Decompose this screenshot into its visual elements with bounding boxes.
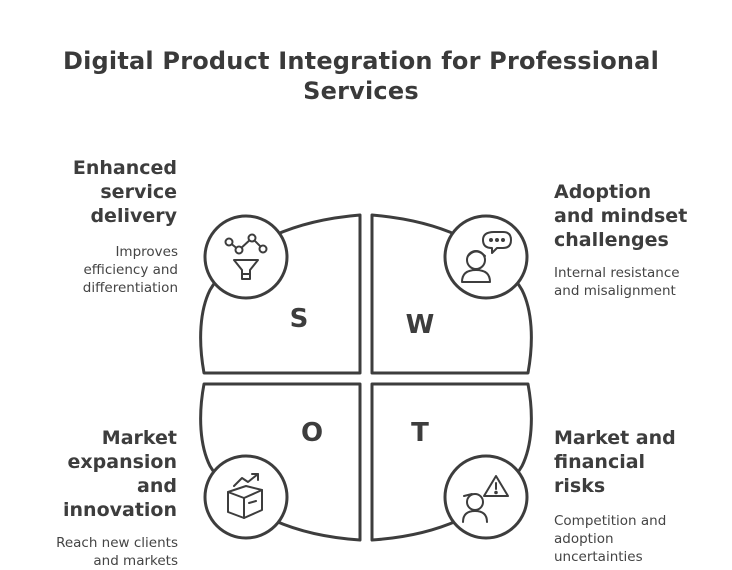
weakness-description: Internal resistance and misalignment xyxy=(554,264,680,300)
threat-heading-line: financial xyxy=(554,451,646,473)
opportunity-description-line: Reach new clients xyxy=(56,535,178,551)
person-warning-icon xyxy=(462,475,509,523)
strength-description: Improves efficiency and differentiation xyxy=(83,243,178,297)
opportunity-description-line: and markets xyxy=(93,553,178,569)
strength-description-line: efficiency and xyxy=(83,262,179,278)
threat-heading: Market and financial risks xyxy=(554,426,676,498)
weakness-description-line: Internal resistance xyxy=(554,265,680,281)
weakness-heading-line: Adoption xyxy=(554,181,652,203)
opportunity-quadrant xyxy=(199,382,362,542)
opportunity-description: Reach new clients and markets xyxy=(56,534,178,570)
strength-description-line: differentiation xyxy=(82,280,178,296)
weakness-heading-line: and mindset xyxy=(554,205,688,227)
strength-letter: S xyxy=(290,304,309,334)
threat-description-line: adoption xyxy=(554,531,614,547)
page-title: Digital Product Integration for Professi… xyxy=(63,47,659,105)
funnel-network-icon xyxy=(224,233,268,280)
threat-description-line: Competition and xyxy=(554,513,667,529)
opportunity-letter: O xyxy=(301,418,323,448)
threat-letter: T xyxy=(411,418,429,448)
opportunity-heading-line: and xyxy=(137,475,177,497)
opportunity-heading: Market expansion and innovation xyxy=(63,426,177,522)
weakness-letter: W xyxy=(406,310,435,340)
threat-heading-line: Market and xyxy=(554,427,676,449)
opportunity-heading-line: innovation xyxy=(63,499,177,521)
person-speech-bubble-icon xyxy=(461,231,512,283)
strength-quadrant xyxy=(199,213,362,375)
opportunity-heading-line: Market xyxy=(101,427,177,449)
book-growth-arrow-icon xyxy=(227,473,263,519)
strength-icon-circle xyxy=(203,214,289,300)
strength-description-line: Improves xyxy=(115,244,178,260)
threat-quadrant xyxy=(370,382,533,542)
opportunity-heading-line: expansion xyxy=(67,451,178,473)
weakness-icon-circle xyxy=(443,214,529,300)
weakness-heading-line: challenges xyxy=(554,229,669,251)
threat-heading-line: risks xyxy=(554,475,606,497)
threat-description: Competition and adoption uncertainties xyxy=(554,512,666,566)
weakness-quadrant xyxy=(370,213,533,375)
weakness-heading: Adoption and mindset challenges xyxy=(554,180,687,252)
strength-heading-line: Enhanced xyxy=(72,157,177,179)
threat-description-line: uncertainties xyxy=(554,549,643,565)
strength-heading: Enhanced service delivery xyxy=(73,156,177,228)
strength-heading-line: service xyxy=(100,181,177,203)
weakness-description-line: and misalignment xyxy=(554,283,676,299)
strength-heading-line: delivery xyxy=(90,205,177,227)
